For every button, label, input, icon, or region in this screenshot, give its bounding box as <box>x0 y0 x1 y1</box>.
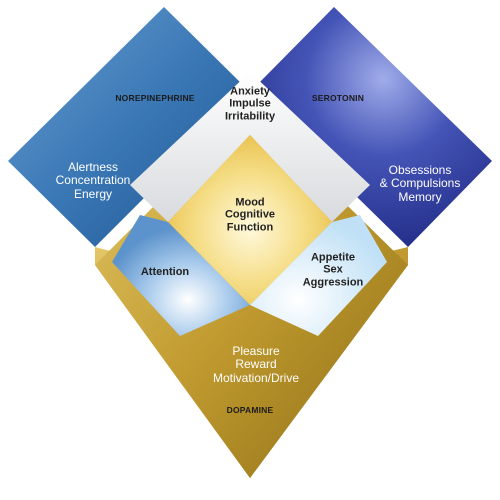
effect-reward: Reward <box>235 357 277 372</box>
norepinephrine-region <box>8 7 250 247</box>
overlap-serotonin-dopamine-label: Appetite Sex Aggression <box>303 252 364 289</box>
overlap-center-label: Mood Cognitive Function <box>225 197 275 234</box>
center-overlap <box>168 135 332 305</box>
norepinephrine-serotonin-overlap <box>130 72 370 222</box>
overlap-cognitive: Cognitive <box>224 208 276 221</box>
effect-motivation-drive: Motivation/Drive <box>212 370 300 385</box>
effect-memory: Memory <box>398 189 442 204</box>
overlap-norepinephrine-dopamine-label: Attention <box>141 266 189 278</box>
overlap-appetite: Appetite <box>310 251 355 264</box>
overlap-norepinephrine-serotonin-label: Anxiety Impulse Irritability <box>225 86 275 123</box>
overlap-impulse: Impulse <box>229 97 271 110</box>
norepinephrine-dopamine-overlap <box>112 215 250 336</box>
effect-compulsions: & Compulsions <box>379 176 461 191</box>
serotonin-dopamine-overlap <box>250 215 387 336</box>
overlap-anxiety: Anxiety <box>230 85 270 98</box>
dopamine-title: DOPAMINE <box>226 405 274 416</box>
effect-alertness: Alertness <box>67 159 119 174</box>
serotonin-title: SEROTONIN <box>311 93 365 104</box>
effect-pleasure: Pleasure <box>232 343 280 358</box>
serotonin-region <box>250 7 492 247</box>
overlap-mood: Mood <box>235 196 265 209</box>
serotonin-effects: Obsessions & Compulsions Memory <box>379 162 461 204</box>
overlap-attention: Attention <box>140 265 190 278</box>
overlap-function: Function <box>226 221 274 234</box>
effect-obsessions: Obsessions <box>388 162 452 177</box>
effect-energy: Energy <box>73 186 113 201</box>
overlap-aggression: Aggression <box>302 276 364 289</box>
overlap-sex: Sex <box>323 263 343 276</box>
norepinephrine-title: NOREPINEPHRINE <box>115 93 195 104</box>
effect-concentration: Concentration <box>55 173 131 188</box>
dopamine-effects: Pleasure Reward Motivation/Drive <box>212 343 300 385</box>
norepinephrine-effects: Alertness Concentration Energy <box>55 159 131 201</box>
overlap-irritability: Irritability <box>224 110 276 123</box>
